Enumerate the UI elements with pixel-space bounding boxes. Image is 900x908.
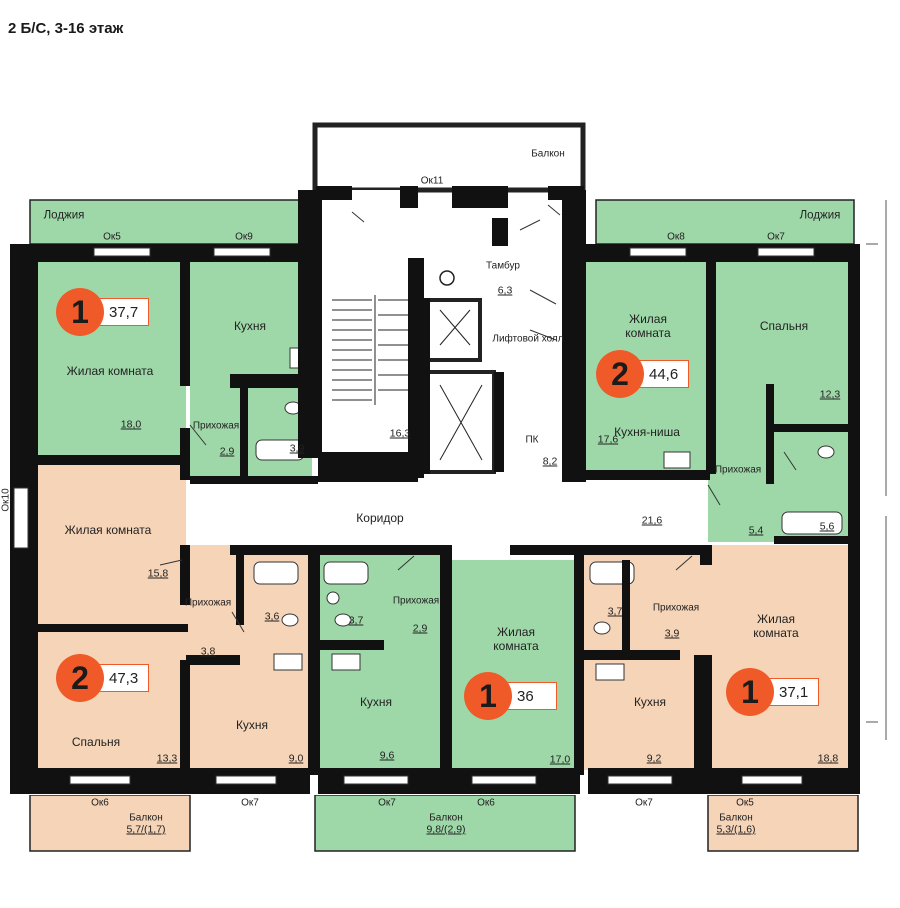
lift-hall-area: 8,2	[542, 455, 558, 468]
nw-hall-area: 2,9	[219, 445, 235, 458]
corridor-area: 21,6	[641, 514, 663, 527]
badge-rooms: 1	[464, 672, 512, 720]
c-hall-area: 2,9	[412, 622, 428, 635]
apartment-badge-nw[interactable]: 1 37,7	[56, 288, 150, 336]
ne-bed-area: 12,3	[819, 388, 841, 401]
window-ok5-s: Ок5	[736, 797, 754, 809]
window-ok10: Ок10	[0, 488, 12, 512]
ne-living-label: Жилая комната	[625, 312, 671, 340]
c-kitchen-area: 9,6	[379, 749, 395, 762]
walls	[10, 186, 860, 794]
stair-steps	[332, 295, 412, 405]
pk-label: ПК	[525, 434, 539, 446]
e-kitchen-area: 9,2	[646, 752, 662, 765]
apt-c-living	[448, 560, 576, 770]
loggia-east-label: Лоджия	[799, 209, 841, 222]
ne-kitchen-niche-label: Кухня-ниша	[614, 425, 680, 439]
window-ok6-s: Ок6	[477, 797, 495, 809]
w-living-label: Жилая комната	[64, 523, 152, 537]
door-lines	[159, 204, 797, 633]
window-ok7-s2: Ок7	[378, 797, 396, 809]
w-hall-label: Прихожая	[184, 597, 232, 609]
balcony-north	[312, 122, 586, 193]
w-living-area: 15,8	[147, 567, 169, 580]
c-bath-area: 3,7	[348, 614, 364, 627]
lift-1	[426, 298, 482, 362]
badge-rooms: 2	[56, 654, 104, 702]
edge-marks	[866, 200, 887, 740]
stair-zone	[318, 190, 416, 452]
stair-area: 16,3	[389, 427, 411, 440]
badge-rooms: 2	[596, 350, 644, 398]
ne-living-area: 17,6	[597, 433, 619, 446]
apartment-badge-ne[interactable]: 2 44,6	[596, 350, 690, 398]
nw-living-area: 18,0	[120, 418, 142, 431]
w-bed-label: Спальня	[71, 735, 121, 749]
c-living-label: Жилая комната	[493, 625, 539, 653]
e-living-label: Жилая комната	[753, 612, 799, 640]
balcony-sw-label: Балкон	[129, 812, 163, 824]
ne-hall-area: 5,4	[748, 524, 764, 537]
apt-nw-hall	[190, 380, 312, 480]
window-ok6-sw: Ок6	[91, 797, 109, 809]
apt-e-living	[712, 545, 848, 770]
apartment-badge-se[interactable]: 1 37,1	[726, 668, 820, 716]
balcony-c-label: Балкон	[429, 812, 463, 824]
shaft-circle	[439, 270, 455, 286]
tambur-area: 6,3	[497, 284, 513, 297]
badge-rooms: 1	[726, 668, 774, 716]
lift-hall-label: Лифтовой холл	[492, 333, 564, 345]
w-hall-area: 3,8	[200, 645, 216, 658]
loggia-west-label: Лоджия	[43, 209, 85, 222]
e-bath-area: 3,7	[607, 605, 623, 618]
e-kitchen-label: Кухня	[633, 695, 667, 709]
ne-bed-label: Спальня	[759, 319, 809, 333]
apt-w-living	[38, 462, 186, 624]
window-ok7-s1: Ок7	[241, 797, 259, 809]
window-ok9: Ок9	[235, 231, 253, 243]
window-ok5-north: Ок5	[103, 231, 121, 243]
window-ok7-s3: Ок7	[635, 797, 653, 809]
ne-hall-label: Прихожая	[714, 464, 762, 476]
balcony-c-area: 9,8/(2,9)	[426, 823, 466, 836]
apt-ne-bed	[716, 262, 848, 402]
window-ok8: Ок8	[667, 231, 685, 243]
corridor-label: Коридор	[356, 511, 404, 525]
nw-living-label: Жилая комната	[66, 364, 154, 378]
w-kitchen-area: 9,0	[288, 752, 304, 765]
balcony-north-label: Балкон	[531, 148, 565, 160]
ne-bath-area: 5,6	[819, 520, 835, 533]
balcony-sw-area: 5,7/(1,7)	[126, 823, 166, 836]
nw-hall-label: Прихожая	[192, 420, 240, 432]
tambur-label: Тамбур	[486, 260, 520, 272]
nw-bath-area: 3,9	[289, 442, 305, 455]
windows	[13, 247, 815, 785]
page-title: 2 Б/С, 3-16 этаж	[8, 20, 124, 37]
badge-rooms: 1	[56, 288, 104, 336]
balcony-center	[314, 794, 576, 852]
balcony-se-area: 5,3/(1,6)	[716, 823, 756, 836]
window-ok7-north: Ок7	[767, 231, 785, 243]
balcony-southwest	[29, 794, 191, 852]
apartment-badge-sw[interactable]: 2 47,3	[56, 654, 150, 702]
w-bath-area: 3,6	[264, 610, 280, 623]
balcony-se-label: Балкон	[719, 812, 753, 824]
nw-kitchen-label: Кухня	[233, 319, 267, 333]
window-ok11: Ок11	[420, 175, 444, 187]
apartment-badge-center[interactable]: 1 36	[464, 672, 557, 720]
w-kitchen-label: Кухня	[235, 718, 269, 732]
c-hall-label: Прихожая	[392, 595, 440, 607]
c-kitchen-label: Кухня	[359, 695, 393, 709]
e-hall-area: 3,9	[664, 627, 680, 640]
e-hall-label: Прихожая	[652, 602, 700, 614]
w-bed-area: 13,3	[156, 752, 178, 765]
c-living-area: 17,0	[549, 753, 571, 766]
e-living-area: 18,8	[817, 752, 839, 765]
apt-w-bed	[38, 630, 186, 770]
